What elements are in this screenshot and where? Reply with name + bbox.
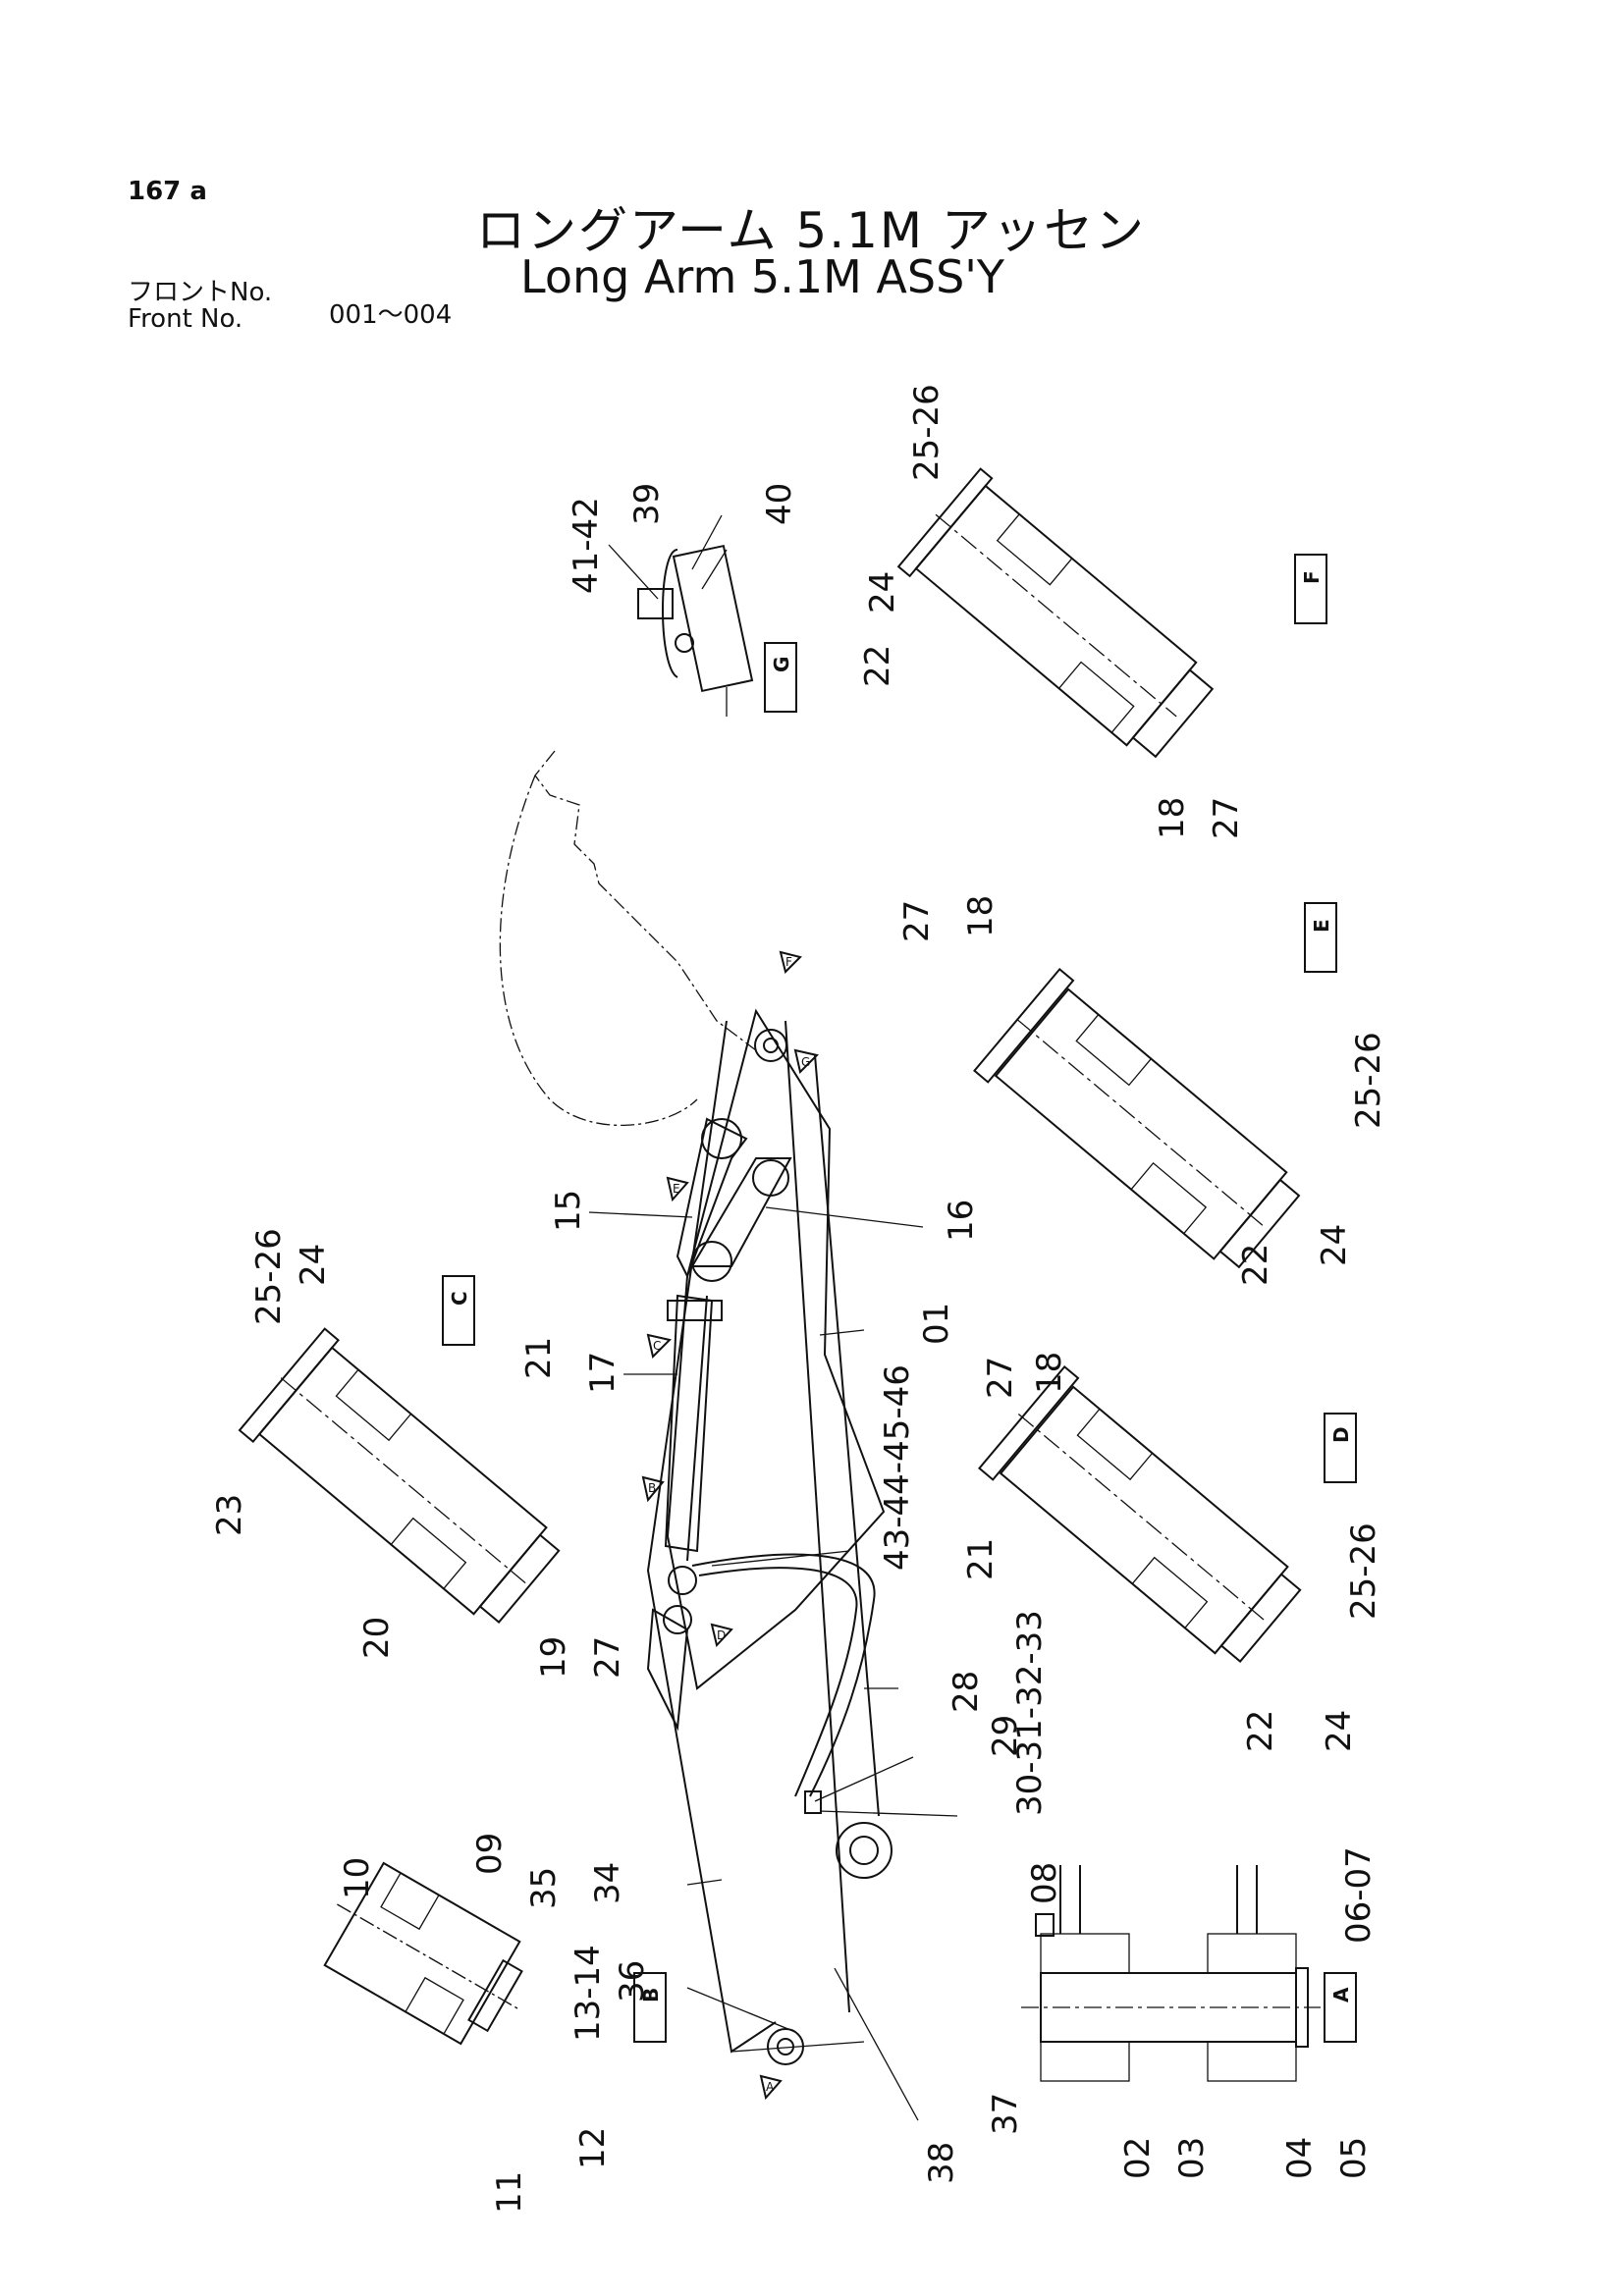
callout-06-07: 06-07 — [1339, 1846, 1379, 1944]
callout-35: 35 — [524, 1867, 564, 1909]
front-number-label-jp: フロントNo. — [128, 278, 273, 307]
callout-27-c: 27 — [588, 1636, 627, 1679]
callout-25-26-e: 25-26 — [1349, 1032, 1388, 1129]
svg-text:E: E — [673, 1182, 680, 1196]
section-c-detail — [238, 1327, 561, 1624]
callout-02: 02 — [1118, 2137, 1158, 2179]
svg-text:B: B — [648, 1481, 656, 1495]
callout-09: 09 — [470, 1833, 510, 1875]
section-arrow-g: G — [793, 1048, 819, 1074]
svg-text:G: G — [801, 1055, 810, 1069]
section-label-b: B — [633, 1972, 667, 2043]
callout-20: 20 — [357, 1617, 397, 1659]
callout-16: 16 — [942, 1200, 981, 1242]
callout-10: 10 — [338, 1857, 377, 1899]
section-g-detail — [637, 544, 754, 717]
svg-text:G: G — [770, 657, 793, 672]
callout-13-14: 13-14 — [568, 1945, 608, 2042]
callout-27-e: 27 — [897, 900, 937, 942]
section-arrow-e: E — [666, 1176, 689, 1202]
section-label-d: D — [1324, 1413, 1357, 1483]
callouts: 41-42 39 40 25-26 24 22 18 27 27 18 25-2… — [210, 384, 1388, 2214]
callout-36: 36 — [613, 1960, 652, 2002]
section-label-g: G — [764, 642, 797, 713]
callout-40: 40 — [760, 483, 799, 525]
title-japanese: ロングアーム 5.1M アッセン — [476, 202, 1146, 259]
callout-24-f: 24 — [863, 571, 902, 614]
section-label-f: F — [1294, 554, 1327, 624]
callout-24-c: 24 — [294, 1244, 333, 1286]
callout-25-26-f: 25-26 — [907, 384, 947, 481]
callout-27-f: 27 — [1207, 797, 1246, 839]
svg-text:C: C — [448, 1291, 471, 1306]
leader-lines — [588, 514, 958, 2121]
callout-25-26-c: 25-26 — [249, 1228, 289, 1325]
callout-22-d: 22 — [1241, 1710, 1280, 1752]
callout-24-d: 24 — [1320, 1710, 1359, 1752]
section-e-detail — [973, 967, 1301, 1269]
section-arrow-b: B — [641, 1475, 665, 1503]
section-f-detail — [896, 467, 1215, 759]
callout-29: 29 — [986, 1715, 1025, 1757]
callout-05: 05 — [1334, 2137, 1374, 2179]
section-d-detail — [978, 1364, 1302, 1663]
svg-text:C: C — [653, 1339, 661, 1353]
callout-27-d: 27 — [981, 1357, 1020, 1399]
main-arm-assembly: F G E C B D A — [499, 750, 893, 2101]
callout-23: 23 — [210, 1494, 249, 1536]
svg-text:D: D — [717, 1629, 726, 1642]
callout-21-d: 21 — [961, 1538, 1001, 1580]
page-number: 167 a — [128, 177, 207, 206]
callout-17: 17 — [583, 1352, 622, 1394]
section-a-detail — [1021, 1865, 1321, 2082]
section-label-c: C — [442, 1275, 475, 1346]
callout-37: 37 — [986, 2093, 1025, 2135]
callout-39: 39 — [627, 483, 667, 525]
callout-41-42: 41-42 — [567, 497, 606, 594]
callout-25-26-d: 25-26 — [1344, 1522, 1383, 1620]
svg-text:F: F — [785, 955, 792, 969]
callout-24-e: 24 — [1315, 1224, 1354, 1266]
section-arrow-d: D — [710, 1623, 733, 1648]
section-arrow-f: F — [779, 950, 802, 974]
callout-08: 08 — [1025, 1862, 1064, 1904]
callout-18-e: 18 — [961, 895, 1001, 937]
callout-22-f: 22 — [858, 645, 897, 687]
section-arrow-c: C — [646, 1333, 672, 1359]
callout-18-d: 18 — [1030, 1352, 1069, 1394]
callout-12: 12 — [573, 2127, 613, 2169]
svg-text:B: B — [639, 1988, 663, 2002]
callout-03: 03 — [1172, 2137, 1212, 2179]
callout-30-31-32-33: 30-31-32-33 — [1010, 1610, 1050, 1816]
callout-01: 01 — [917, 1303, 956, 1345]
callout-38: 38 — [922, 2142, 961, 2184]
svg-text:F: F — [1300, 570, 1324, 584]
svg-text:A: A — [1329, 1987, 1353, 2002]
callout-19: 19 — [534, 1636, 573, 1679]
callout-28: 28 — [947, 1671, 986, 1713]
svg-text:A: A — [766, 2080, 775, 2094]
callout-34: 34 — [588, 1862, 627, 1904]
callout-18-f: 18 — [1153, 797, 1192, 839]
section-label-e: E — [1304, 902, 1337, 973]
callout-04: 04 — [1280, 2137, 1320, 2179]
section-arrow-a: A — [759, 2074, 783, 2101]
callout-11: 11 — [490, 2171, 529, 2214]
front-number-label-en: Front No. — [128, 304, 243, 334]
section-label-a: A — [1324, 1972, 1357, 2043]
title-english: Long Arm 5.1M ASS'Y — [520, 250, 1005, 303]
callout-22-e: 22 — [1236, 1244, 1275, 1286]
section-b-detail — [323, 1861, 523, 2046]
callout-21-c: 21 — [519, 1337, 559, 1379]
svg-text:D: D — [1329, 1426, 1353, 1443]
callout-43-44-45-46: 43-44-45-46 — [878, 1364, 917, 1571]
callout-15: 15 — [549, 1190, 588, 1232]
svg-text:E: E — [1310, 919, 1333, 933]
front-number-value: 001～004 — [329, 300, 453, 330]
